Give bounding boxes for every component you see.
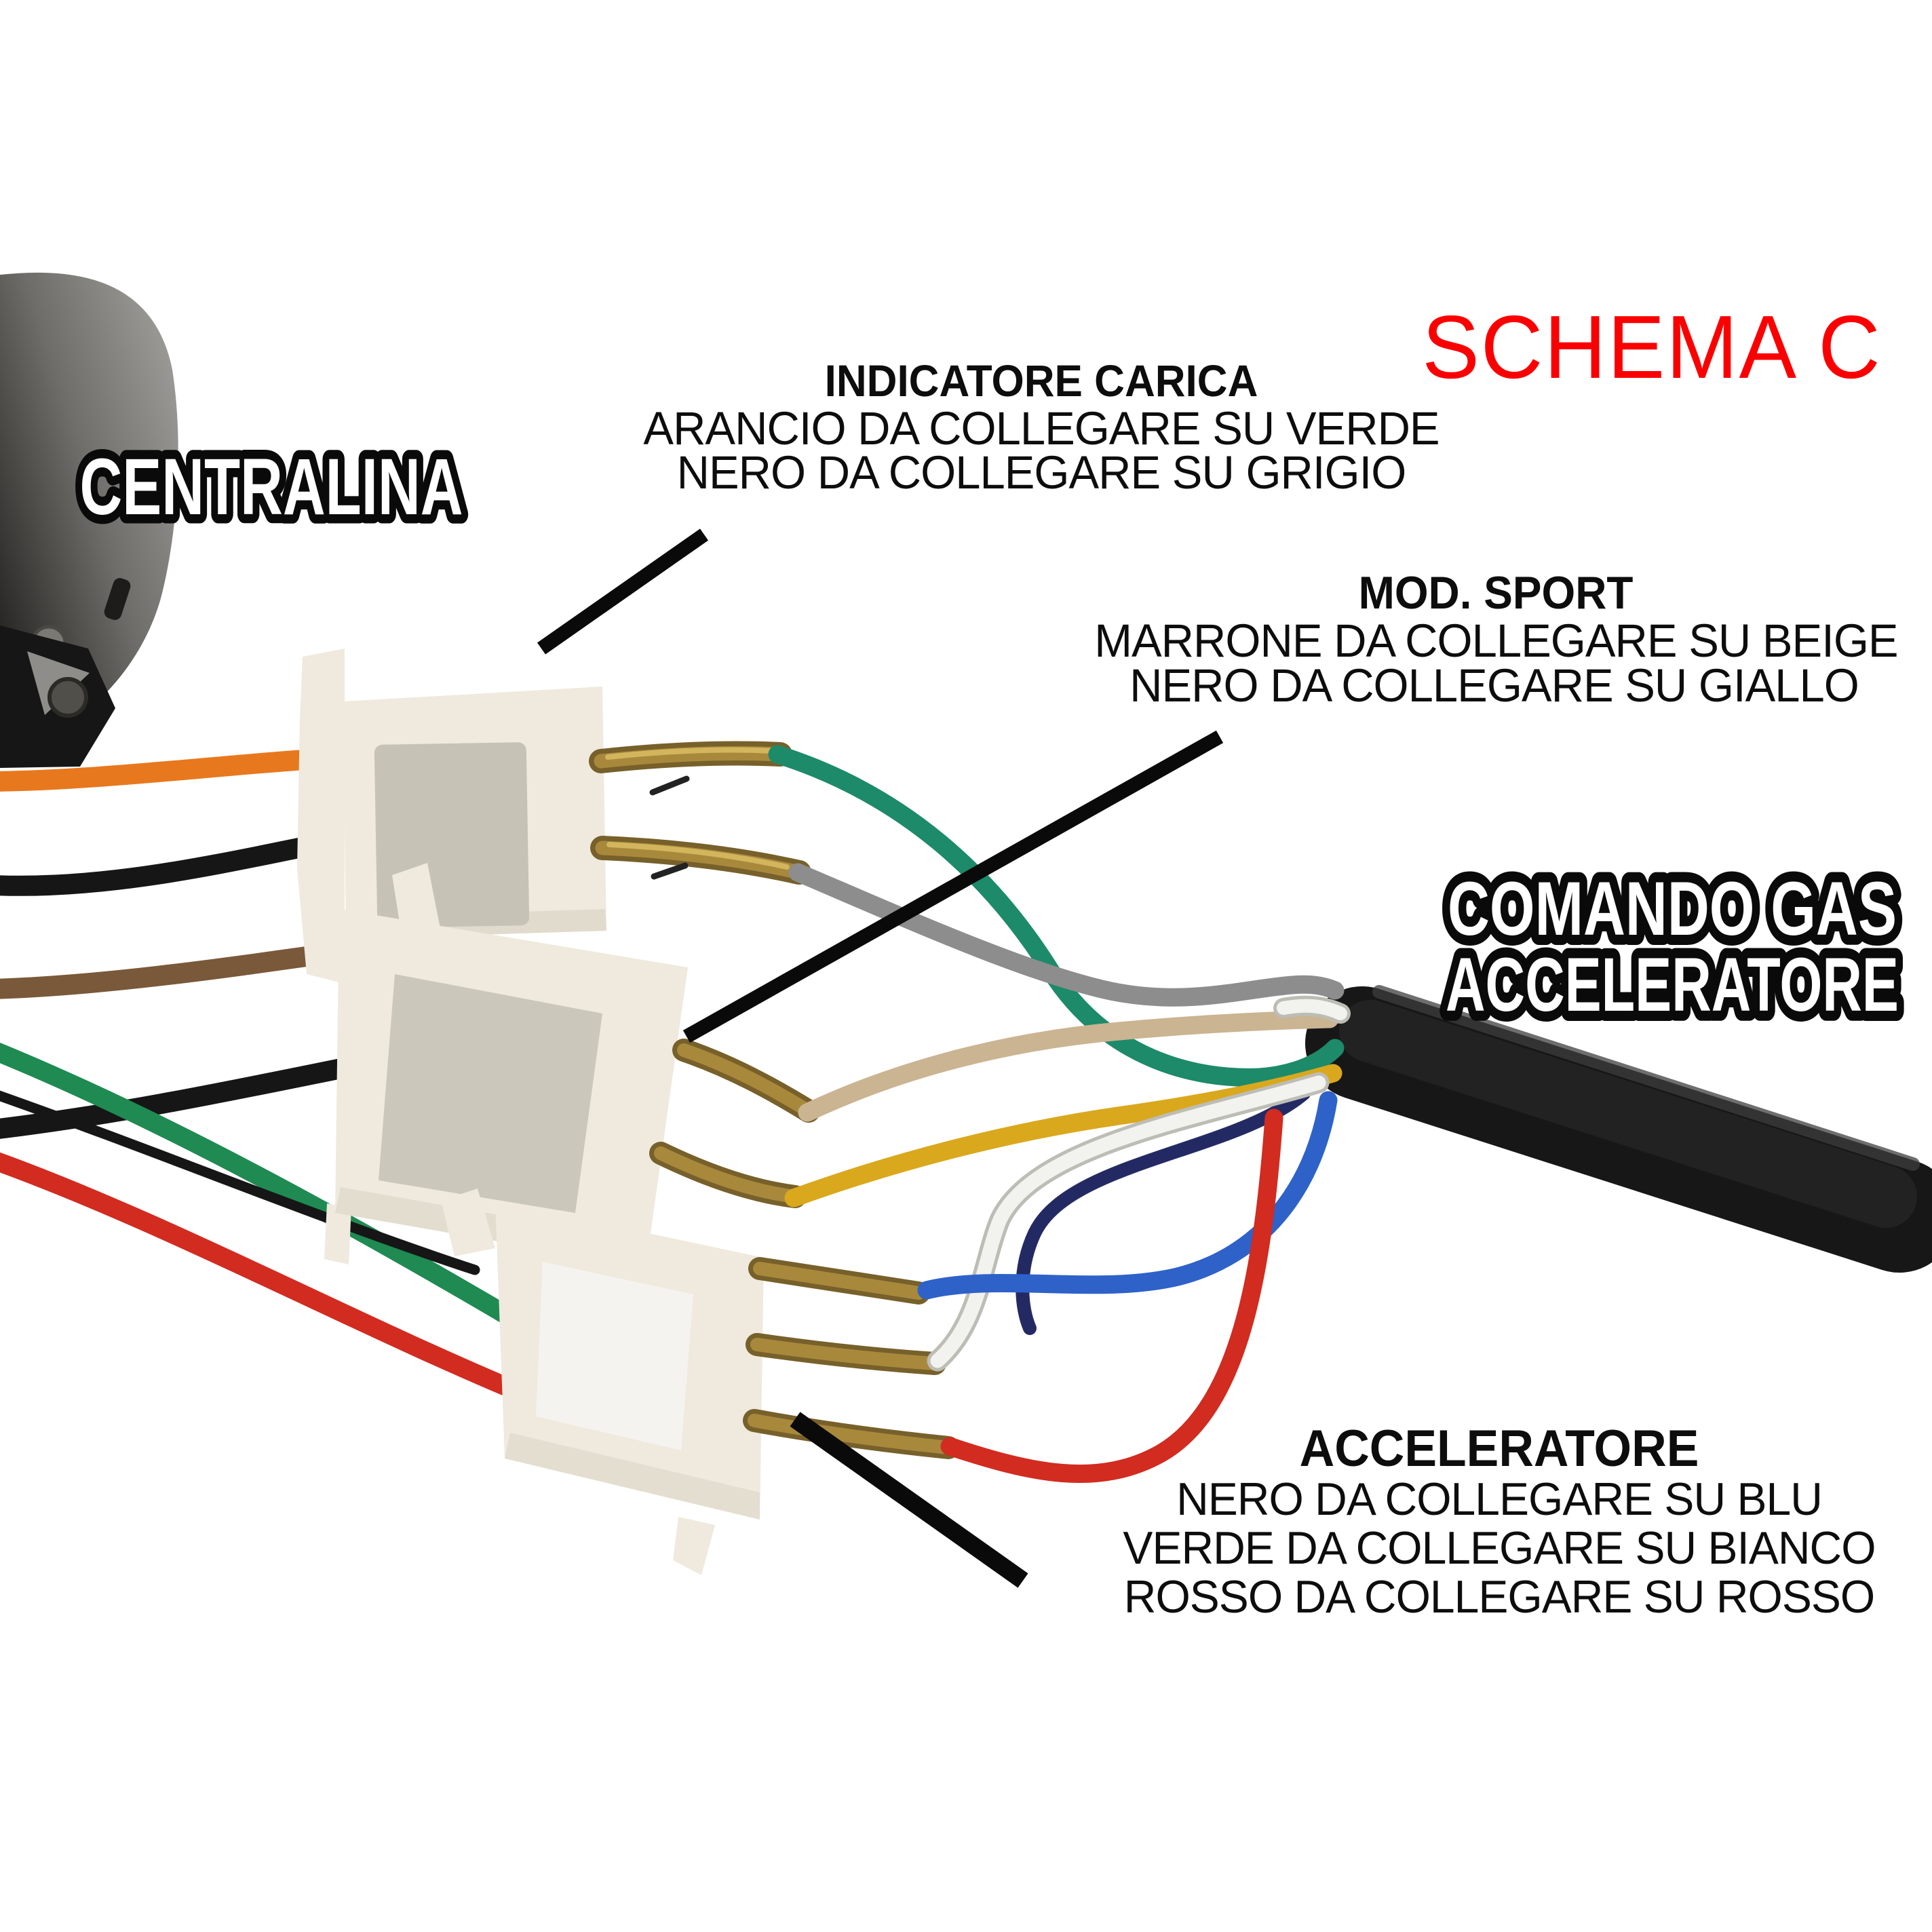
cable-core-shade: [1339, 1000, 1917, 1228]
indicatore-title: INDICATORE CARICA: [824, 355, 1258, 406]
pin-conn1-top: [589, 741, 792, 773]
pin-conn3-2: [746, 1333, 946, 1375]
connector3-tab: [441, 1189, 495, 1256]
wire-orange: [0, 748, 334, 792]
acceleratore-line3: ROSSO DA COLLEGARE SU ROSSO: [1123, 1571, 1875, 1623]
wire-black-thin: [0, 1090, 480, 1275]
pointer-lines: [537, 528, 1224, 1588]
pin-conn3-1: [748, 1257, 930, 1305]
wire-navy: [1016, 1087, 1311, 1335]
pin-mid: [594, 746, 788, 769]
indicatore-line2: NERO DA COLLEGARE SU GRIGIO: [676, 446, 1407, 499]
pin-mid: [654, 1146, 802, 1203]
comando-gas-label-line1: COMANDO GAS: [1448, 866, 1897, 951]
wire-white-stub: [1277, 999, 1347, 1020]
connector1-flange: [297, 649, 345, 984]
wire-beige: [798, 1009, 1339, 1122]
pin-glint: [605, 747, 776, 760]
pin-mid: [753, 1262, 925, 1300]
indicatore-line1: ARANCIO DA COLLEGARE SU VERDE: [643, 402, 1440, 455]
connector2-label-square: [379, 974, 602, 1213]
acceleratore-line2: VERDE DA COLLEGARE SU BIANCO: [1123, 1522, 1876, 1574]
mod-sport-line1: MARRONE DA COLLEGARE SU BEIGE: [1094, 615, 1898, 667]
cable-highlight: [1372, 985, 1920, 1171]
wire-red-right: [940, 1108, 1283, 1484]
centralina-label: CENTRALINA: [80, 442, 463, 532]
comando-gas-label-line2: ACCELERATORE: [1446, 942, 1899, 1027]
wire-teal-green: [768, 745, 1345, 1087]
wire-white: [930, 1075, 1326, 1368]
pin-glint: [606, 842, 790, 870]
schema-title: SCHEMA C: [1422, 297, 1882, 397]
controller-slot: [104, 578, 131, 620]
mod-sport-title: MOD. SPORT: [1358, 567, 1634, 619]
pin-conn3-3: [743, 1409, 960, 1459]
acceleratore-title: ACCELERATORE: [1299, 1420, 1699, 1477]
controller-screw2-icon: [47, 677, 88, 718]
pin-prong-1: [649, 775, 690, 796]
pin-mid: [677, 1043, 815, 1118]
right-wires: [768, 745, 1351, 1484]
connector-mod-sport: [324, 863, 688, 1267]
wire-gray: [788, 863, 1345, 1007]
mod-sport-line2: NERO DA COLLEGARE SU GIALLO: [1129, 659, 1859, 712]
pin-mid: [750, 1338, 942, 1370]
wire-green: [0, 1042, 513, 1323]
left-wires: [0, 748, 528, 1402]
connector3-bottom-tab: [673, 1517, 715, 1575]
pointer-acceleratore: [790, 1412, 1028, 1588]
pointer-mod-sport: [682, 730, 1224, 1043]
wire-black-1: [0, 832, 336, 896]
connector2-flange: [324, 1203, 351, 1264]
terminal-pins: [589, 741, 960, 1459]
pin-conn1-bottom: [590, 836, 811, 885]
pin-mid: [595, 841, 807, 880]
connector3-label-square: [536, 1262, 693, 1450]
acceleratore-line1: NERO DA COLLEGARE SU BLU: [1176, 1473, 1823, 1525]
pin-mid: [748, 1414, 955, 1454]
pin-conn2-bottom: [649, 1142, 807, 1208]
wire-red-left: [0, 1152, 528, 1402]
pin-conn2-top: [672, 1039, 820, 1123]
pin-prong-2: [651, 862, 689, 880]
connector3-shade: [505, 1433, 760, 1520]
pointer-indicatore: [537, 528, 709, 655]
wire-blue: [917, 1091, 1338, 1300]
connector-acceleratore: [441, 1189, 764, 1575]
controller-unit-photo: [0, 272, 178, 768]
controller-body: [0, 272, 178, 742]
throttle-cable: [1305, 985, 1932, 1273]
